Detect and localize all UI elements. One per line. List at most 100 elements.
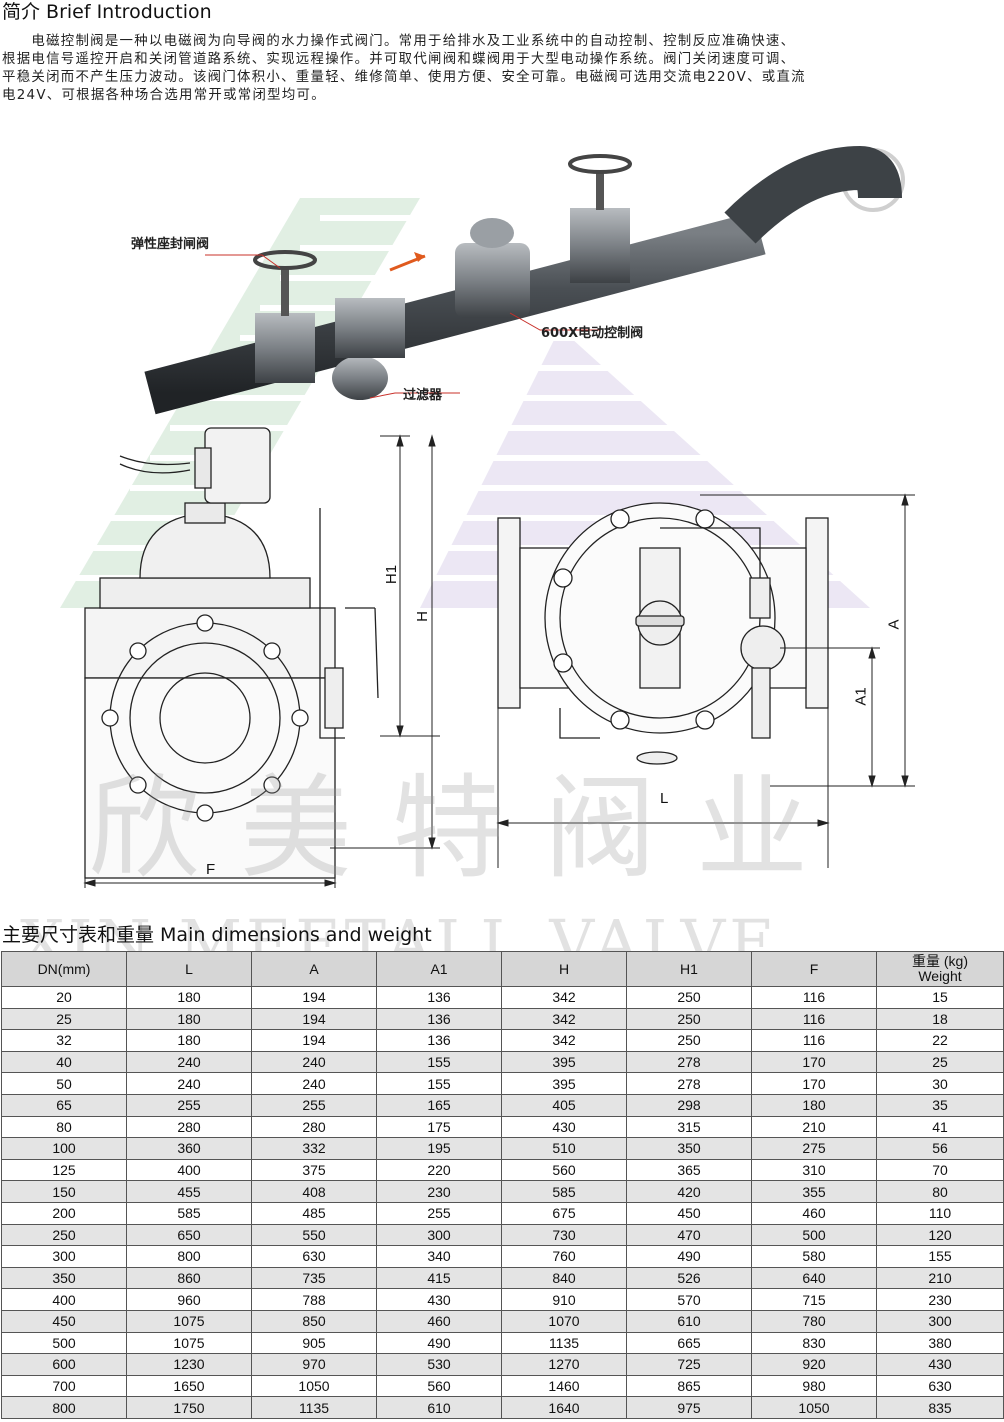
header-dn: DN(mm) [1,951,127,987]
callout-control-valve: 600X电动控制阀 [541,326,644,341]
table-cell: 460 [751,1201,877,1225]
table-cell: 415 [376,1266,502,1290]
table-cell: 342 [501,1007,627,1031]
table-cell: 255 [376,1201,502,1225]
table-cell: 40 [1,1050,127,1074]
table-cell: 485 [251,1201,377,1225]
table-cell: 25 [1,1007,127,1031]
table-cell: 400 [126,1158,252,1182]
table-cell: 32 [1,1029,127,1052]
table-cell: 315 [626,1115,752,1139]
table-cell: 250 [626,986,752,1009]
table-cell: 280 [126,1115,252,1139]
table-cell: 450 [626,1201,752,1225]
table-cell: 250 [1,1223,127,1247]
table-cell: 255 [251,1093,377,1117]
gate-valve-body [255,313,315,383]
filter-body [332,356,388,400]
intro-line: 电24V、可根据各种场合选用常开或常闭型均可。 [2,88,326,103]
table-cell: 310 [751,1158,877,1182]
table-cell: 490 [376,1331,502,1355]
table-cell: 332 [251,1137,377,1160]
table-cell: 18 [876,1007,1004,1031]
table-cell: 800 [126,1245,252,1268]
header-a1: A1 [376,951,502,987]
table-cell: 170 [751,1072,877,1095]
table-cell: 300 [876,1309,1004,1333]
table-cell: 136 [376,1007,502,1031]
header-h1: H1 [626,951,752,987]
table-cell: 530 [376,1353,502,1376]
table-cell: 835 [876,1396,1004,1419]
table-cell: 35 [876,1093,1004,1117]
table-cell: 1460 [501,1374,627,1398]
table-cell: 455 [126,1180,252,1203]
table-cell: 298 [626,1093,752,1117]
table-cell: 255 [126,1093,252,1117]
table-cell: 194 [251,986,377,1009]
table-cell: 180 [126,1029,252,1052]
table-cell: 780 [751,1309,877,1333]
header-weight: 重量 (kg) Weight [876,951,1004,987]
table-cell: 350 [1,1266,127,1290]
table-cell: 116 [751,986,877,1009]
table-cell: 850 [251,1309,377,1333]
table-cell: 560 [376,1374,502,1398]
control-valve-body [455,243,530,318]
table-cell: 1640 [501,1396,627,1419]
table-cell: 470 [626,1223,752,1247]
side-view-dimensions [496,493,915,868]
intro-title: 简介 Brief Introduction [2,1,212,23]
table-cell: 240 [251,1050,377,1074]
table-cell: 860 [126,1266,252,1290]
table-cell: 1750 [126,1396,252,1419]
table-header-row: DN(mm) L A A1 H H1 F 重量 (kg) Weight [1,951,1004,987]
table-cell: 715 [751,1288,877,1311]
table-cell: 905 [251,1331,377,1355]
table-cell: 1050 [251,1374,377,1398]
table-cell: 180 [126,986,252,1009]
header-weight-cn: 重量 (kg) [912,953,968,969]
table-cell: 116 [751,1029,877,1052]
table-cell: 22 [876,1029,1004,1052]
table-cell: 760 [501,1245,627,1268]
table-cell: 278 [626,1050,752,1074]
table-cell: 165 [376,1093,502,1117]
table-cell: 355 [751,1180,877,1203]
front-view-dimensions [83,434,440,888]
table-cell: 210 [876,1266,1004,1290]
table-cell: 1135 [251,1396,377,1419]
table-cell: 460 [376,1309,502,1333]
table-cell: 170 [751,1050,877,1074]
table-cell: 180 [126,1007,252,1031]
table-cell: 155 [376,1072,502,1095]
dim-label-h1: H1 [383,564,401,585]
table-cell: 230 [876,1288,1004,1311]
table-cell: 975 [626,1396,752,1419]
table-cell: 41 [876,1115,1004,1139]
table-cell: 125 [1,1158,127,1182]
table-cell: 220 [376,1158,502,1182]
handwheel-icon [568,154,632,174]
pipeline [144,145,902,415]
table-cell: 830 [751,1331,877,1355]
table-cell: 136 [376,1029,502,1052]
header-h: H [501,951,627,987]
callout-gate-valve: 弹性座封闸阀 [131,237,210,252]
